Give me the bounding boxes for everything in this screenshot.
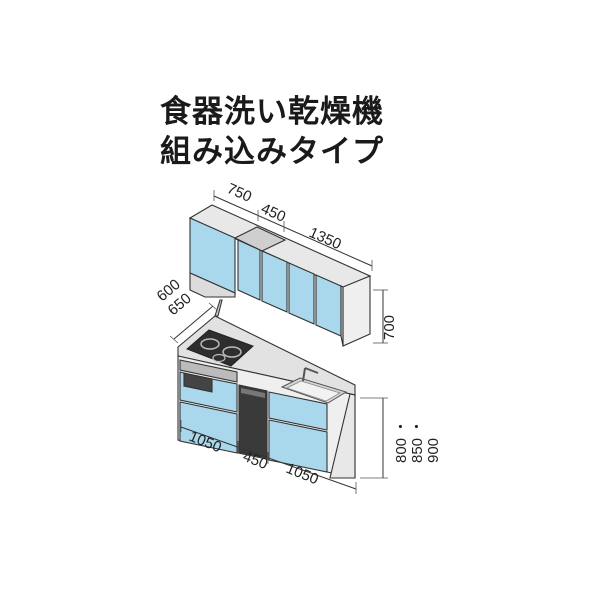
cooktop-controls bbox=[179, 359, 238, 383]
right-drawer-2 bbox=[268, 419, 328, 473]
left-drawer-1 bbox=[179, 371, 238, 413]
dimension-lines bbox=[169, 190, 388, 494]
upper-cabinets bbox=[188, 204, 372, 347]
burner-2 bbox=[222, 346, 242, 358]
counter-height-850: 850 bbox=[409, 438, 426, 463]
lower-cabinets bbox=[177, 299, 356, 479]
title-line-2: 組み込みタイプ bbox=[160, 134, 384, 170]
dishwasher bbox=[238, 384, 268, 459]
upper-door-2 bbox=[261, 250, 288, 313]
upper-side-face bbox=[342, 275, 371, 347]
left-drawer-2 bbox=[179, 401, 238, 454]
upper-width-750: 750 bbox=[224, 180, 254, 206]
upper-width-1350: 1350 bbox=[306, 224, 343, 253]
upper-door-4 bbox=[315, 274, 342, 337]
counter-height-900: 900 bbox=[425, 438, 442, 463]
counter-height-sep-2: ・ bbox=[409, 419, 426, 434]
burner-1 bbox=[200, 338, 220, 350]
right-drawer-1 bbox=[268, 391, 328, 431]
hood-shelf bbox=[189, 272, 236, 298]
upper-door-3 bbox=[288, 262, 315, 325]
counter-height-sep-1: ・ bbox=[393, 419, 410, 434]
upper-height-700: 700 bbox=[381, 315, 398, 340]
cooktop bbox=[186, 329, 254, 367]
counter-height-800: 800 bbox=[393, 438, 410, 463]
upper-door-1 bbox=[237, 239, 261, 301]
burner-3 bbox=[212, 353, 226, 363]
sink bbox=[280, 367, 348, 404]
title-line-1: 食器洗い乾燥機 bbox=[160, 94, 384, 130]
